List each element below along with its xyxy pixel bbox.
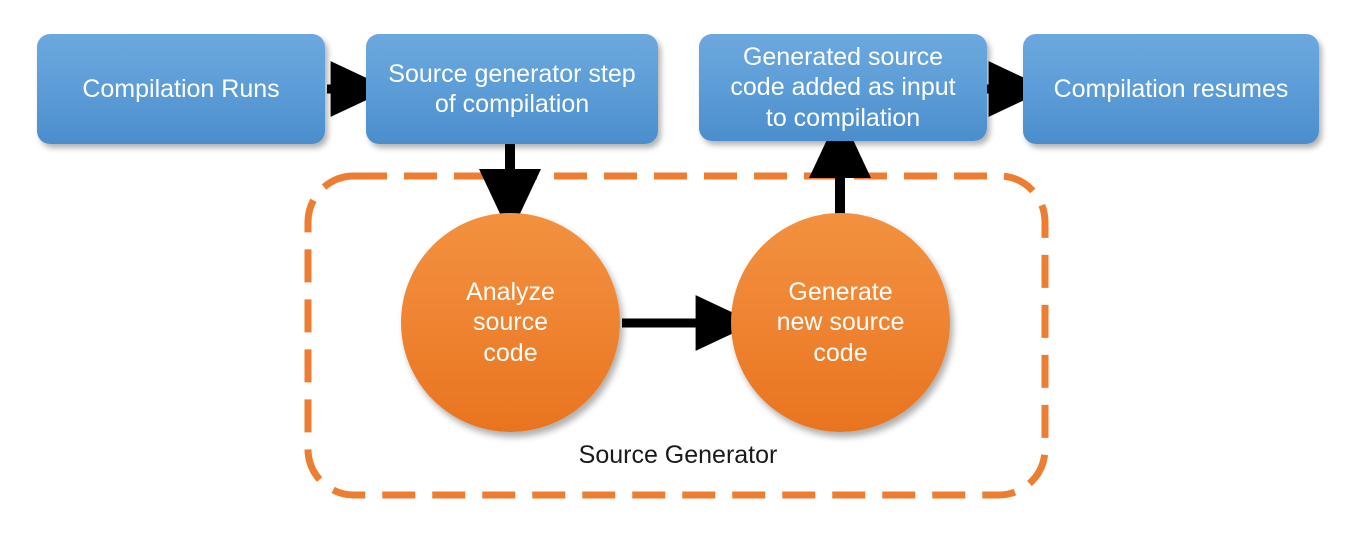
node-compilation-runs[interactable]: Compilation Runs (37, 34, 325, 144)
node-generate-new-source-code[interactable]: Generate new source code (731, 213, 950, 432)
node-source-generator-step-label: Source generator step of compilation (388, 59, 636, 119)
node-generated-source-added-label: Generated source code added as input to … (730, 42, 956, 132)
source-generator-group-border (304, 172, 1049, 499)
node-analyze-source-code-label: Analyze source code (466, 277, 555, 367)
node-generate-new-source-code-label: Generate new source code (776, 277, 905, 367)
source-generator-group-label: Source Generator (578, 441, 778, 469)
node-source-generator-step[interactable]: Source generator step of compilation (366, 34, 658, 144)
node-compilation-resumes[interactable]: Compilation resumes (1023, 34, 1319, 144)
node-compilation-resumes-label: Compilation resumes (1053, 74, 1289, 103)
node-compilation-runs-label: Compilation Runs (82, 74, 280, 103)
node-generated-source-added[interactable]: Generated source code added as input to … (699, 34, 987, 141)
node-analyze-source-code[interactable]: Analyze source code (401, 213, 620, 432)
